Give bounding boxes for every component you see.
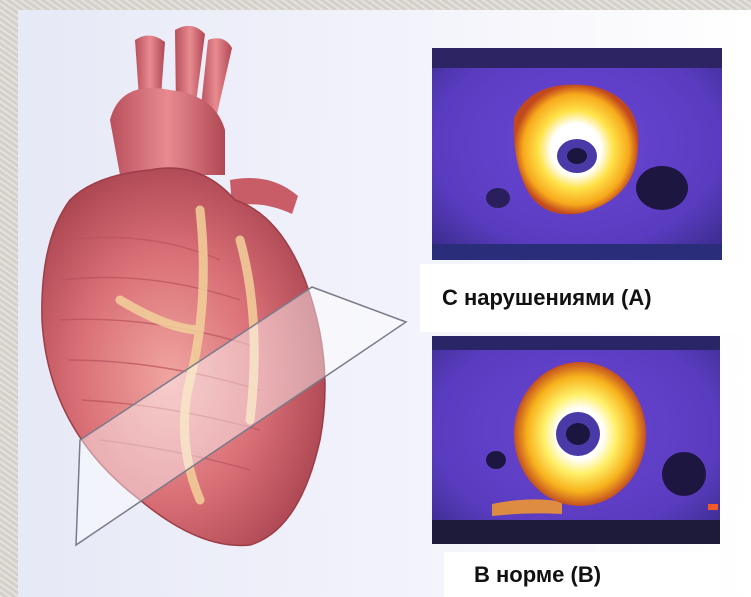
perfusion-scan-abnormal-icon	[432, 48, 722, 260]
perfusion-scan-normal-icon	[432, 336, 720, 544]
scan-abnormal-image	[432, 48, 722, 260]
scan-abnormal-label: С нарушениями (А)	[420, 264, 751, 332]
scan-normal-label: В норме (В)	[444, 552, 719, 597]
scan-normal-image	[432, 336, 720, 544]
